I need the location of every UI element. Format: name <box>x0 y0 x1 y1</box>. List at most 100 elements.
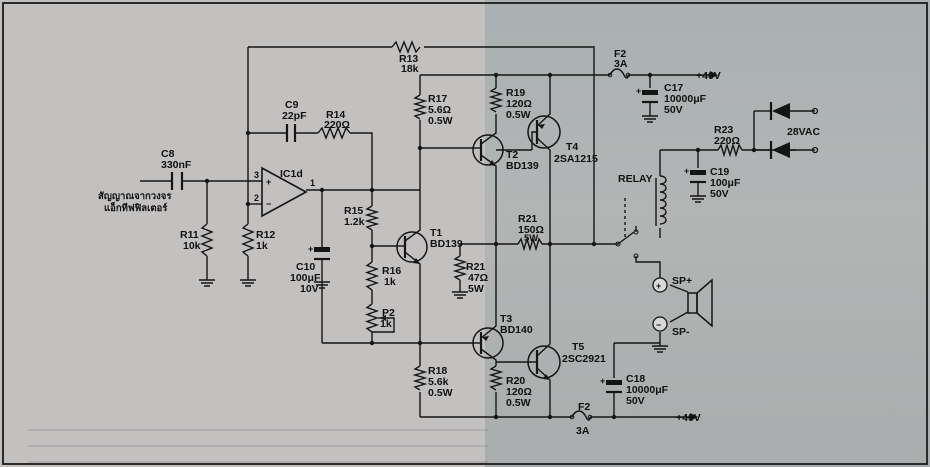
label-p2-ref: P2 <box>382 307 395 319</box>
labels: C8 330nF สัญญาณจากวงจร แอ็กทีฟฟิลเตอร์ R… <box>98 48 820 437</box>
label-p2-value: 1k <box>380 318 392 330</box>
label-r15-ref: R15 <box>344 205 363 217</box>
relay <box>615 175 667 259</box>
fuses <box>569 68 631 421</box>
transistor-t3 <box>472 322 504 362</box>
capacitors: + + + + <box>170 86 706 396</box>
label-r14-ref: R14 <box>326 109 345 121</box>
label-t2-ref: T2 <box>506 149 518 161</box>
resistor-r18 <box>412 365 428 391</box>
label-sp-plus: SP+ <box>672 275 692 287</box>
label-r18-power: 0.5W <box>428 387 453 399</box>
resistor-r14 <box>317 126 351 140</box>
resistors <box>200 40 743 391</box>
label-t4-ref: T4 <box>566 141 578 153</box>
label-r19-ref: R19 <box>506 87 525 99</box>
label-f2-bottom-ref: F2 <box>578 401 590 413</box>
diodes <box>769 102 819 159</box>
label-r12-ref: R12 <box>256 229 275 241</box>
label-r18-value: 5.6k <box>428 376 449 388</box>
transistor-t4 <box>527 108 561 166</box>
label-r21-47-power: 5W <box>468 283 484 295</box>
label-r19-power: 0.5W <box>506 109 531 121</box>
label-r21-150-value: 150Ω <box>518 224 544 236</box>
label-t5-ref: T5 <box>572 341 584 353</box>
label-r15-value: 1.2k <box>344 216 365 228</box>
label-c18-voltage: 50V <box>626 395 645 407</box>
label-c19-value: 100μF <box>710 177 741 189</box>
ground-symbols <box>199 115 706 353</box>
label-r21-150-ref: R21 <box>518 213 537 225</box>
label-sp-minus: SP- <box>672 326 690 338</box>
label-c18-ref: C18 <box>626 373 645 385</box>
label-t1-ref: T1 <box>430 227 442 239</box>
label-c10-voltage: 10V <box>300 283 319 295</box>
ic1d-pin-out: 1 <box>310 178 315 188</box>
ic1d-minus-sign: − <box>266 199 271 209</box>
label-r19-value: 120Ω <box>506 98 532 110</box>
svg-text:+: + <box>684 166 689 176</box>
rail-arrow-bottom <box>690 413 698 421</box>
capacitor-c10 <box>314 247 330 252</box>
transistor-t1 <box>396 226 428 268</box>
op-amp-ic1d: + − 3 2 1 <box>254 166 315 218</box>
label-r21-47-value: 47Ω <box>468 272 488 284</box>
label-input-line2: แอ็กทีฟฟิลเตอร์ <box>104 201 168 214</box>
label-r17-power: 0.5W <box>428 115 453 127</box>
label-r23-ref: R23 <box>714 124 733 136</box>
label-c9-ref: C9 <box>285 99 299 111</box>
resistor-r16 <box>364 261 380 291</box>
label-r16-value: 1k <box>384 276 396 288</box>
label-r20-ref: R20 <box>506 375 525 387</box>
svg-text:+: + <box>636 86 641 96</box>
label-r21-47-ref: R21 <box>466 261 485 273</box>
resistor-r12 <box>241 223 255 257</box>
label-c19-ref: C19 <box>710 166 729 178</box>
label-c8-value: 330nF <box>161 159 192 171</box>
label-t4-part: 2SA1215 <box>554 153 598 165</box>
ic1d-pin-plus: 3 <box>254 170 259 180</box>
transistor-t2 <box>472 128 504 168</box>
label-r12-value: 1k <box>256 240 268 252</box>
label-c10-ref: C10 <box>296 261 315 273</box>
label-c18-value: 10000μF <box>626 384 669 396</box>
resistor-r21-47 <box>452 255 468 281</box>
label-rail-bottom: +40V <box>676 412 701 424</box>
speaker-plus-sign: + <box>656 281 661 291</box>
speaker-minus-sign: − <box>656 320 661 330</box>
ic1d-plus-sign: + <box>266 177 271 187</box>
label-relay: RELAY <box>618 173 653 185</box>
resistor-r19 <box>488 87 504 113</box>
speaker: + − <box>652 277 713 332</box>
label-c17-voltage: 50V <box>664 104 683 116</box>
label-c19-voltage: 50V <box>710 188 729 200</box>
label-f2-bottom-value: 3A <box>576 425 590 437</box>
capacitor-c9 <box>285 124 297 142</box>
label-r23-value: 220Ω <box>714 135 740 147</box>
label-rail-top: +40V <box>696 70 721 82</box>
label-t1-part: BD139 <box>430 238 463 250</box>
ic1d-pin-minus: 2 <box>254 193 259 203</box>
label-input-line1: สัญญาณจากวงจร <box>98 191 172 202</box>
label-c10-value: 100μF <box>290 272 321 284</box>
label-r17-ref: R17 <box>428 93 447 105</box>
label-t3-part: BD140 <box>500 324 533 336</box>
label-f2-top-value: 3A <box>614 58 628 70</box>
label-r18-ref: R18 <box>428 365 447 377</box>
label-t5-part: 2SC2921 <box>562 353 606 365</box>
label-c9-value: 22pF <box>282 110 307 122</box>
transistor-t5 <box>527 340 561 385</box>
label-r14-value: 220Ω <box>324 119 350 131</box>
label-r11-ref: R11 <box>180 229 199 241</box>
fuse-f2-bottom <box>571 410 591 421</box>
label-r20-power: 0.5W <box>506 397 531 409</box>
svg-text:+: + <box>308 244 313 254</box>
svg-text:+: + <box>600 376 605 386</box>
resistor-r21-150 <box>517 236 543 252</box>
label-28vac: 28VAC <box>787 126 820 138</box>
label-r13-ref: R13 <box>399 53 418 65</box>
label-r20-value: 120Ω <box>506 386 532 398</box>
